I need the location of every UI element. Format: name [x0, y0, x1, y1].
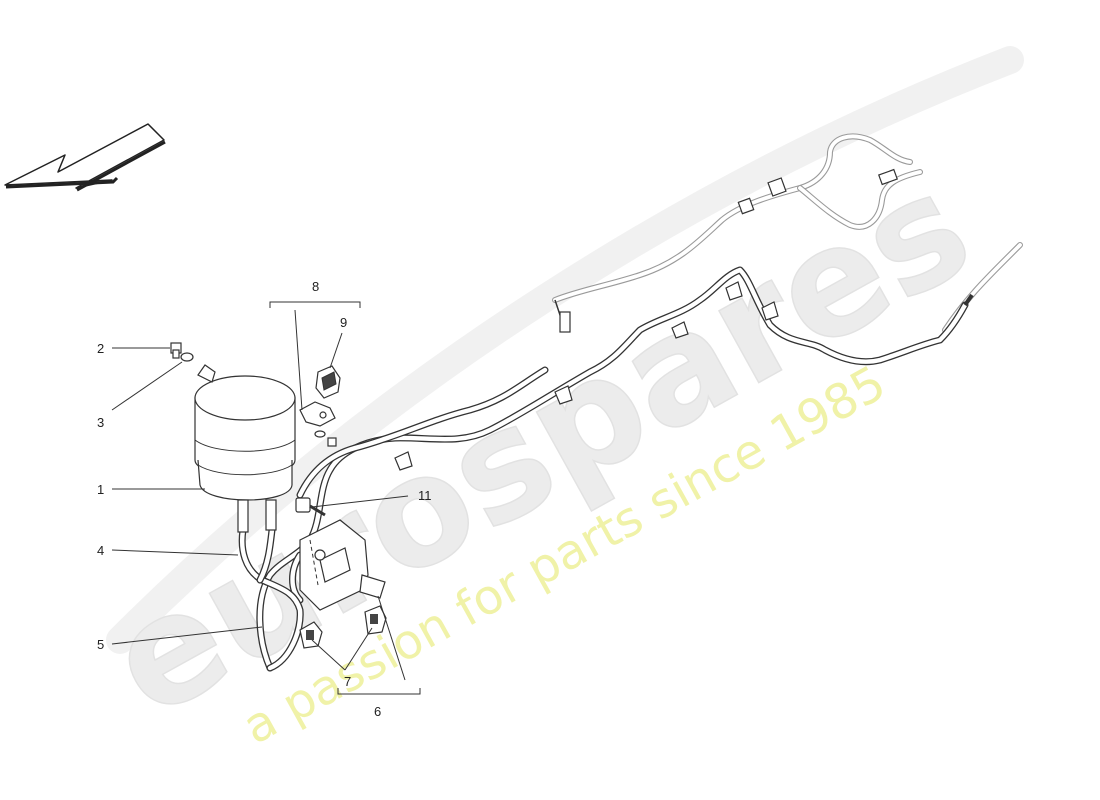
callout-11: 11	[418, 488, 432, 503]
pipe-clips	[394, 281, 779, 471]
main-fuel-pipe	[256, 266, 974, 672]
callout-6: 6	[374, 704, 381, 719]
callout-5: 5	[97, 637, 104, 652]
callout-1: 1	[97, 482, 104, 497]
callout-3: 3	[97, 415, 104, 430]
canister-hoses	[238, 526, 304, 672]
callout-8: 8	[312, 279, 319, 294]
bracket-part-8	[299, 401, 337, 447]
bolt-part-2	[170, 342, 182, 359]
clip-part-7a	[299, 621, 323, 649]
bracket-part-6	[299, 519, 386, 611]
callout-4: 4	[97, 543, 104, 558]
charcoal-canister	[194, 364, 296, 533]
bolt-part-11	[295, 497, 326, 517]
upper-pipe-assembly	[552, 133, 1023, 333]
leader-lines	[111, 309, 409, 681]
callout-labels: 1 2 3 4 5 6 7 8 9 11	[97, 279, 432, 719]
callout-7: 7	[344, 674, 351, 689]
clip-part-7b	[364, 605, 387, 635]
callout-2: 2	[97, 341, 104, 356]
washer-part-3	[180, 352, 194, 362]
callout-9: 9	[340, 315, 347, 330]
direction-arrow-icon	[4, 123, 166, 192]
group-bracket-6	[337, 688, 421, 695]
clip-part-9	[315, 365, 341, 399]
group-bracket-8	[269, 301, 361, 308]
